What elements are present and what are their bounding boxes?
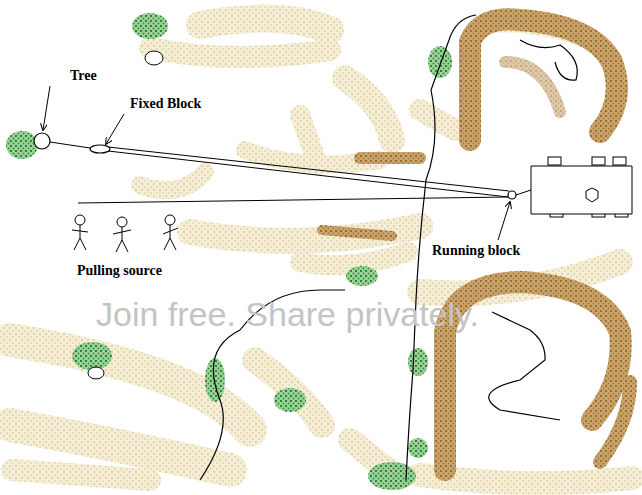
label-text: Tree — [70, 68, 97, 83]
running-block — [508, 191, 516, 199]
sand-patches — [10, 19, 632, 484]
label-text: Pulling source — [77, 263, 162, 278]
stick-figures — [72, 215, 178, 252]
label-text: Fixed Block — [130, 96, 201, 111]
watermark: Join free. Share privately. — [96, 296, 479, 333]
bushes — [6, 13, 452, 490]
fixed-block — [90, 145, 110, 153]
ropes — [50, 142, 531, 203]
trail-lines — [200, 15, 577, 480]
leader-arrows — [43, 86, 510, 240]
vehicle — [531, 157, 632, 217]
label-text: Running block — [432, 243, 520, 258]
tree-symbol — [34, 133, 50, 149]
dirt-tracks — [322, 19, 630, 470]
